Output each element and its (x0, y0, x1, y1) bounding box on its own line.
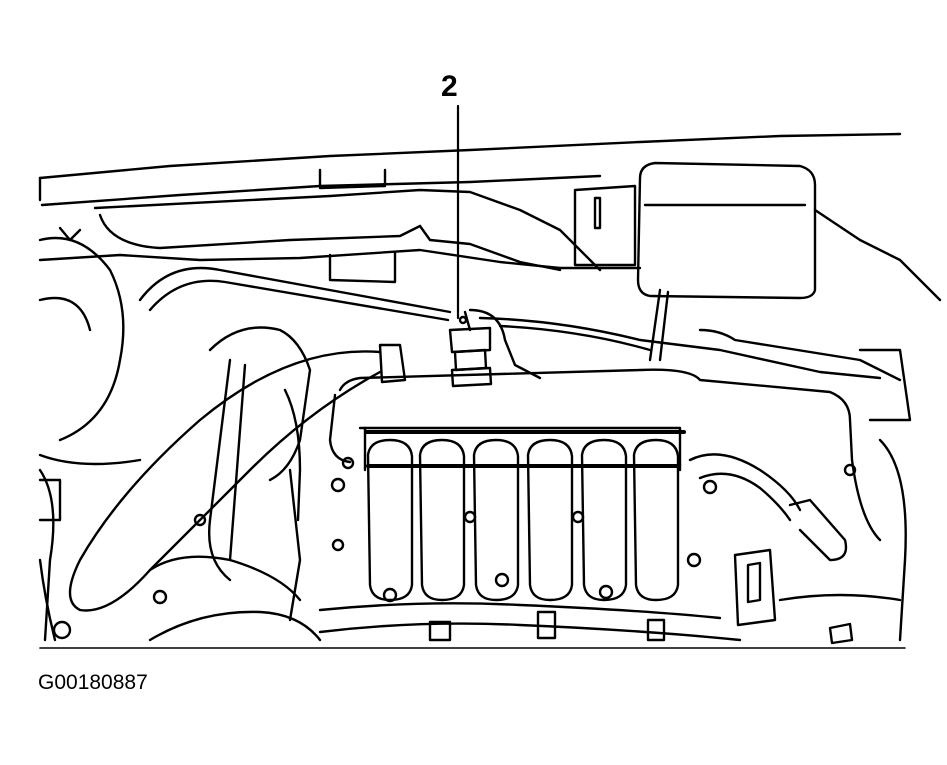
intake-runners (366, 432, 684, 600)
figure-id: G00180887 (38, 671, 148, 694)
cowl-panel (40, 170, 640, 282)
callout-number: 2 (441, 70, 458, 103)
relay-box (575, 163, 940, 300)
right-hose-connector (690, 350, 910, 643)
lower-frame (40, 560, 905, 648)
strut-tower (40, 228, 140, 640)
fuel-rail-bolts (54, 458, 855, 638)
intake-plenum (330, 370, 880, 540)
pressure-sensor (450, 310, 540, 386)
wiring-harness (140, 268, 900, 380)
throttle-body (209, 328, 310, 621)
hood-edge (40, 134, 900, 205)
fuel-injectors (320, 603, 740, 640)
